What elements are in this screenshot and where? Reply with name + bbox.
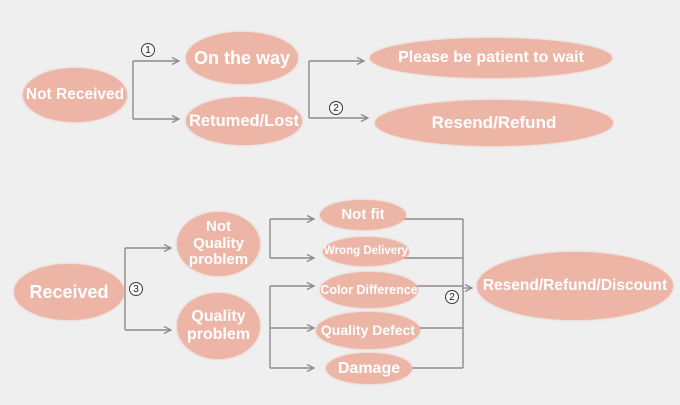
node-returned-lost: Retumed/Lost [186,97,302,145]
step-badge-2-bottom: 2 [445,290,459,304]
node-quality-defect: Quality Defect [316,312,420,349]
node-resend-refund: Resend/Refund [375,100,613,146]
step-badge-3: 3 [129,282,143,296]
node-received: Received [14,264,124,320]
node-not-quality-problem: Not Quality problem [177,212,260,276]
step-badge-1: 1 [141,43,155,57]
node-on-the-way: On the way [186,32,298,84]
step-badge-2-top: 2 [329,101,343,115]
node-resend-refund-discount: Resend/Refund/Discount [477,252,673,320]
node-color-difference: Color Difference [320,272,418,308]
node-damage: Damage [326,353,412,384]
node-wrong-delivery: Wrong Delivery [323,237,409,266]
node-quality-problem: Quality problem [177,293,260,359]
node-please-be-patient: Please be patient to wait [370,38,612,78]
node-not-fit: Not fit [320,200,406,230]
node-not-received: Not Received [23,68,127,122]
